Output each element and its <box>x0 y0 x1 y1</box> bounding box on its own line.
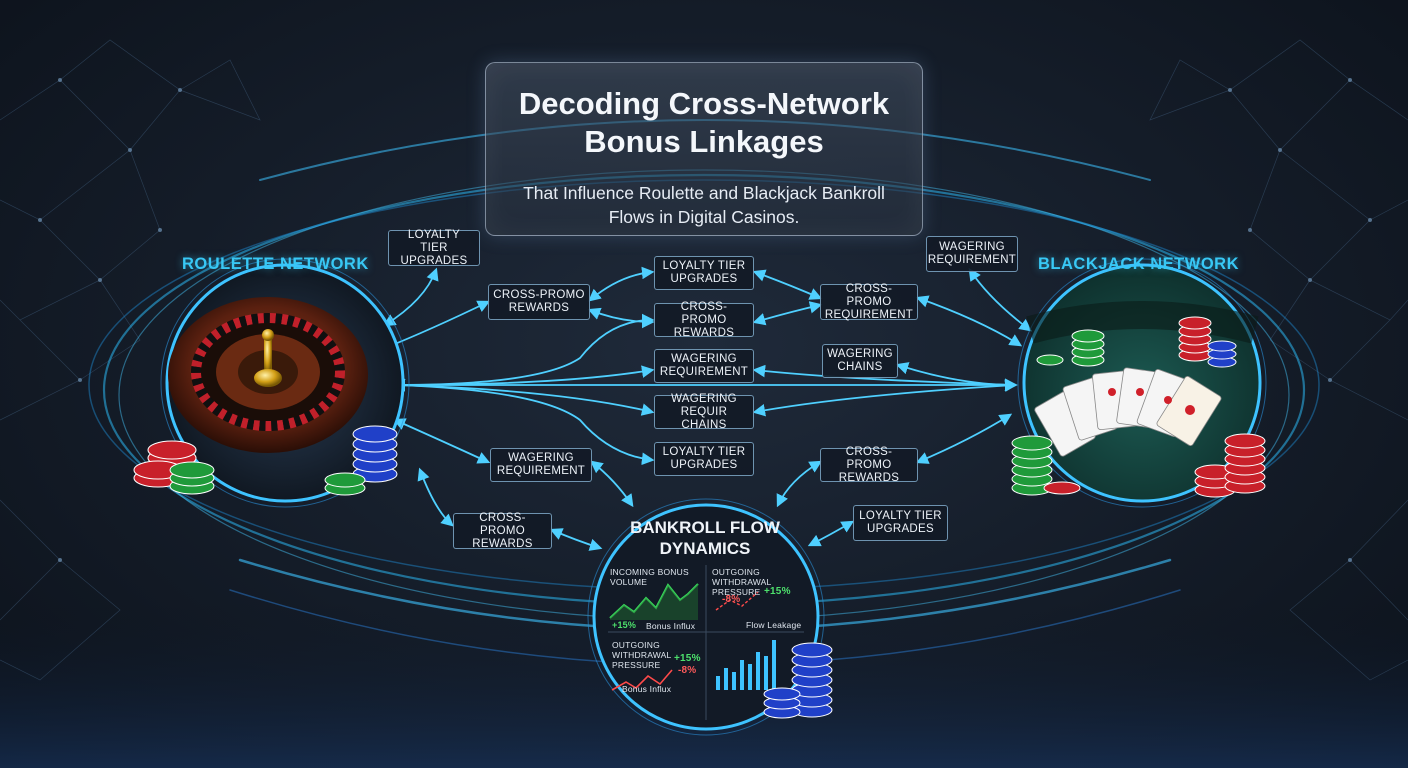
outgoing-stat-down: -8% <box>678 665 697 676</box>
tag-cross-promo-rewards: CROSS-PROMO REWARDS <box>488 284 590 320</box>
bankroll-title: BANKROLL FLOW DYNAMICS <box>630 518 780 558</box>
outgoing-stat-up: +15% <box>674 653 701 664</box>
tag-wagering-requirement: WAGERING REQUIREMENT <box>490 448 592 482</box>
tag-cross-promo-requirement: CROSS-PROMO REQUIREMENT <box>820 283 918 321</box>
incoming-bonus-stat: +15% <box>612 620 637 630</box>
page-title: Decoding Cross-Network Bonus Linkages <box>518 86 890 159</box>
flow-leakage-caption: Flow Leakage <box>746 620 802 630</box>
tag-loyalty-tier-upgrades: LOYALTY TIER UPGRADES <box>654 256 754 290</box>
tag-loyalty-tier-upgrades: LOYALTY TIER UPGRADES <box>853 505 948 541</box>
outgoing-caption: Bonus Influx <box>622 684 672 694</box>
blackjack-network-label: BLACKJACK NETWORK <box>1038 255 1239 273</box>
page-subtitle: That Influence Roulette and Blackjack Ba… <box>523 183 885 227</box>
withdrawal-stat-down: -8% <box>722 594 741 605</box>
withdrawal-pressure-label: OUTGOING WITHDRAWAL PRESSURE <box>712 567 772 597</box>
tag-wagering-requirement: WAGERING REQUIREMENT <box>926 236 1018 272</box>
tag-loyalty-tier-upgrades: LOYALTY TIER UPGRADES <box>388 229 480 267</box>
tag-wagering-requirement: WAGERING REQUIREMENT <box>654 349 754 383</box>
incoming-bonus-caption: Bonus Influx <box>646 621 696 631</box>
withdrawal-stat-up: +15% <box>764 586 791 597</box>
title-panel: Decoding Cross-Network Bonus Linkages Th… <box>485 62 923 236</box>
outgoing-withdrawal-label: OUTGOING WITHDRAWAL PRESSURE <box>612 640 672 670</box>
tag-cross-promo-rewards: CROSS-PROMO REWARDS <box>453 512 552 550</box>
tag-cross-promo-rewards: CROSS-PROMO REWARDS <box>820 446 918 484</box>
tag-loyalty-tier-upgrades: LOYALTY TIER UPGRADES <box>654 442 754 476</box>
tag-wagering-chains: WAGERING CHAINS <box>822 344 898 378</box>
tag-cross-promo-rewards: CROSS-PROMO REWARDS <box>654 301 754 339</box>
incoming-bonus-label: INCOMING BONUS VOLUME <box>610 567 689 587</box>
tag-wagering-chains: WAGERING REQUIR CHAINS <box>654 393 754 431</box>
roulette-network-label: ROULETTE NETWORK <box>182 255 369 273</box>
